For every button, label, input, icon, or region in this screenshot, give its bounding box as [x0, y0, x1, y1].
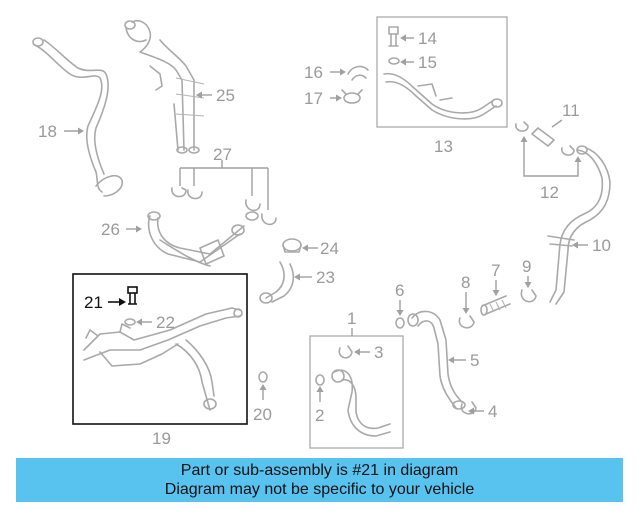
callout-6[interactable]: 6: [395, 281, 404, 300]
arrow-7: [492, 290, 500, 296]
leader-12: [523, 140, 579, 177]
part-17-clamp[interactable]: [341, 89, 363, 104]
arrow-14: [400, 34, 406, 42]
part-8-clamp[interactable]: [458, 315, 475, 329]
arrow-10: [572, 241, 578, 249]
part-9-clamp[interactable]: [520, 289, 537, 303]
caption-line-2: Diagram may not be specific to your vehi…: [164, 481, 475, 498]
arrow-21: [119, 298, 126, 306]
arrow-9: [524, 282, 532, 288]
group-box-19: [72, 273, 248, 425]
part-16-hose[interactable]: [347, 65, 369, 81]
callout-2[interactable]: 2: [315, 406, 324, 425]
arrow-4: [468, 407, 474, 415]
part-23-hose[interactable]: [259, 261, 295, 304]
group-box-13: [376, 16, 508, 128]
arrow-23: [294, 273, 300, 281]
arrow-3: [354, 348, 360, 356]
part-14-bolt[interactable]: [388, 26, 399, 47]
part-25-pipes[interactable]: [124, 19, 205, 154]
arrow-16: [340, 68, 346, 76]
arrow-15: [400, 58, 406, 66]
callout-21[interactable]: 21: [84, 293, 103, 312]
callout-7[interactable]: 7: [491, 261, 500, 280]
callout-1[interactable]: 1: [347, 309, 356, 328]
arrow-8: [462, 308, 470, 314]
arrow-18: [78, 127, 84, 135]
group-box-1: [309, 335, 404, 449]
callout-14[interactable]: 14: [418, 29, 437, 48]
part-7-hose[interactable]: [480, 295, 511, 316]
part-13-pipe[interactable]: [383, 72, 503, 120]
callout-25[interactable]: 25: [216, 86, 235, 105]
caption-banner: Part or sub-assembly is #21 in diagram D…: [16, 458, 623, 502]
callout-12[interactable]: 12: [540, 183, 559, 202]
part-2-washer[interactable]: [315, 374, 325, 386]
arrow-17: [336, 94, 342, 102]
callout-24[interactable]: 24: [320, 239, 339, 258]
callout-10[interactable]: 10: [592, 236, 611, 255]
arrow-12a: [520, 136, 528, 142]
callout-9[interactable]: 9: [522, 257, 531, 276]
part-27-clamps[interactable]: [171, 160, 277, 226]
arrow-12b: [574, 156, 582, 162]
arrow-24: [302, 244, 308, 252]
part-18-hose[interactable]: [32, 37, 123, 197]
part-15-washer[interactable]: [388, 57, 400, 65]
arrow-2: [316, 386, 324, 392]
arrow-25: [196, 91, 202, 99]
leader-11: [551, 119, 563, 128]
arrow-20: [259, 384, 267, 390]
arrow-26: [136, 225, 142, 233]
part-12-clamps[interactable]: [515, 121, 575, 156]
callout-13[interactable]: 13: [434, 137, 453, 156]
arrow-22: [136, 318, 142, 326]
part-19-pipe[interactable]: [83, 307, 243, 411]
part-3-clamp[interactable]: [338, 345, 353, 359]
part-24-cap[interactable]: [282, 238, 302, 253]
callout-16[interactable]: 16: [304, 63, 323, 82]
part-5-hose[interactable]: [407, 310, 466, 410]
part-1-hose[interactable]: [331, 369, 391, 437]
callout-11[interactable]: 11: [562, 101, 580, 120]
callout-27[interactable]: 27: [213, 145, 232, 164]
callout-26[interactable]: 26: [101, 220, 120, 239]
part-11-connector[interactable]: [531, 127, 555, 147]
part-21-bolt[interactable]: [127, 286, 138, 305]
caption-line-1: Part or sub-assembly is #21 in diagram: [180, 462, 459, 479]
callout-3[interactable]: 3: [374, 343, 383, 362]
arrow-6: [396, 310, 404, 316]
callout-20[interactable]: 20: [253, 405, 272, 424]
callout-15[interactable]: 15: [418, 53, 437, 72]
part-20-washer[interactable]: [258, 371, 268, 383]
callout-5[interactable]: 5: [470, 351, 479, 370]
callout-22[interactable]: 22: [156, 313, 175, 332]
arrow-5: [448, 356, 454, 364]
part-22-washer[interactable]: [124, 318, 136, 326]
part-4-clamp[interactable]: [460, 401, 477, 415]
callout-8[interactable]: 8: [461, 273, 470, 292]
part-10-pipe[interactable]: [547, 145, 611, 305]
callout-17[interactable]: 17: [304, 89, 323, 108]
part-6-washer[interactable]: [395, 317, 405, 329]
part-26-pipe[interactable]: [147, 211, 259, 267]
callout-19[interactable]: 19: [152, 429, 171, 448]
callout-4[interactable]: 4: [488, 402, 497, 421]
callout-23[interactable]: 23: [316, 268, 335, 287]
callout-18[interactable]: 18: [38, 122, 57, 141]
